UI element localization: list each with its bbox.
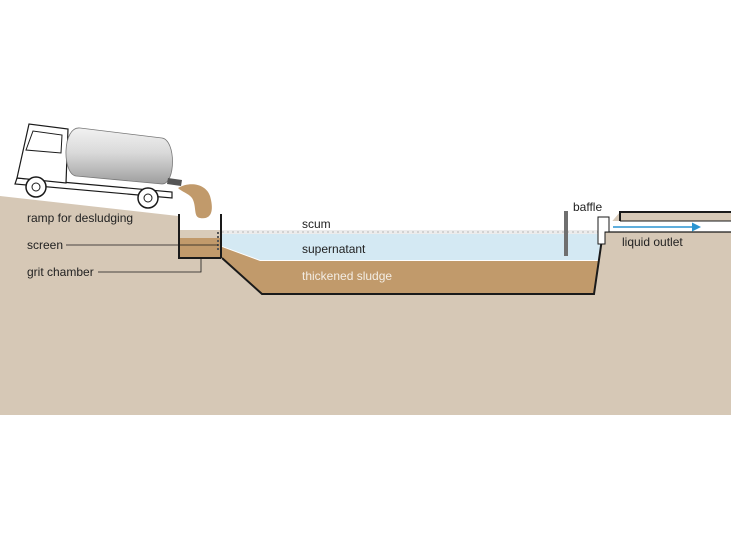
grit-chamber-fill (180, 238, 220, 258)
grit-chamber-outline (178, 214, 221, 259)
screen-label: screen (27, 238, 63, 252)
supernatant-label: supernatant (302, 242, 366, 256)
tanker-tank (65, 127, 173, 185)
scum-label: scum (302, 217, 331, 231)
thickened-sludge-layer (222, 247, 598, 294)
liquid-outlet-label: liquid outlet (622, 235, 683, 249)
pouring-sludge (178, 184, 212, 219)
desludging-truck (14, 123, 182, 209)
discharge-pipe (167, 178, 182, 186)
thickened-sludge-label: thickened sludge (302, 269, 392, 283)
truck-chassis (14, 177, 173, 199)
pond-outline (221, 231, 604, 295)
grit-chamber-leader (98, 258, 202, 273)
outlet-channel-top (619, 211, 731, 221)
supernatant-layer (222, 234, 603, 260)
ramp-label: ramp for desludging (27, 211, 133, 225)
grit-chamber-label: grit chamber (27, 265, 94, 279)
flow-arrow-icon (692, 222, 701, 232)
baffle (564, 211, 568, 256)
grit-chamber-water (180, 230, 220, 238)
truck-window (25, 130, 63, 154)
front-wheel-hub (31, 182, 41, 192)
baffle-label: baffle (573, 200, 602, 214)
rear-wheel-hub (143, 193, 153, 203)
outlet-weir (597, 216, 610, 245)
